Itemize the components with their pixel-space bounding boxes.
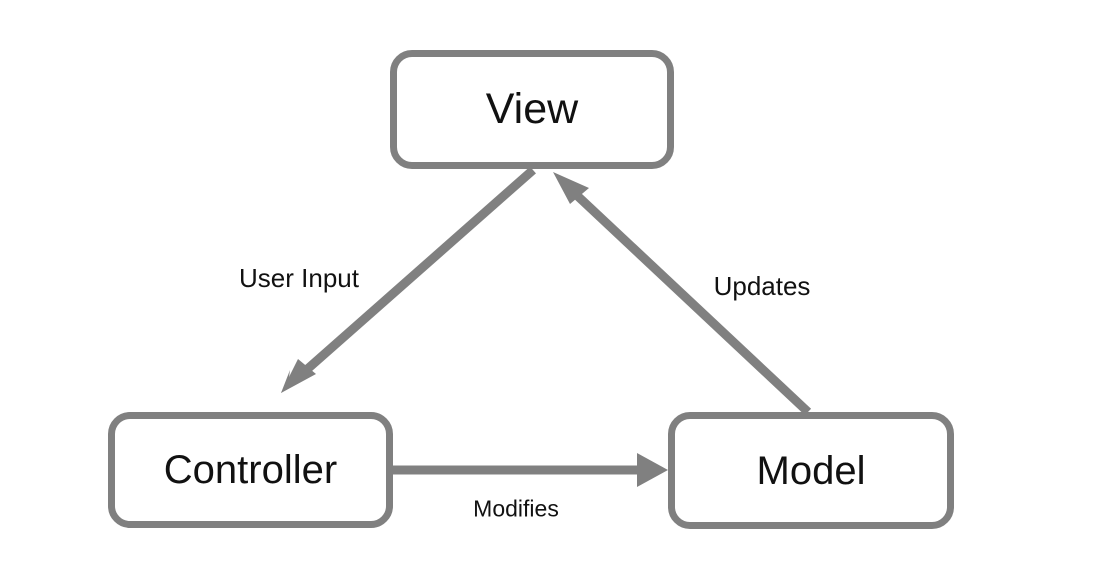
edge-controller-to-model xyxy=(393,453,668,487)
edge-label-modifies: Modifies xyxy=(473,495,559,522)
edge-label-updates: Updates xyxy=(713,271,811,301)
edge-controller-to-model-arrowhead xyxy=(637,453,668,487)
node-controller[interactable]: Controller xyxy=(108,412,393,528)
node-model-label: Model xyxy=(756,448,866,493)
node-view-label: View xyxy=(485,85,579,133)
node-view[interactable]: View xyxy=(390,50,674,169)
edge-model-to-view-line xyxy=(564,183,812,416)
edge-view-to-controller-line xyxy=(292,166,536,384)
node-controller-label: Controller xyxy=(163,448,338,492)
edge-view-to-controller xyxy=(281,166,536,393)
edge-view-to-controller-arrowhead-solid xyxy=(281,359,316,393)
edge-model-to-view-arrowhead xyxy=(553,172,589,204)
edge-label-user-input: User Input xyxy=(239,263,359,293)
node-model[interactable]: Model xyxy=(668,412,954,529)
edge-model-to-view xyxy=(553,172,812,416)
